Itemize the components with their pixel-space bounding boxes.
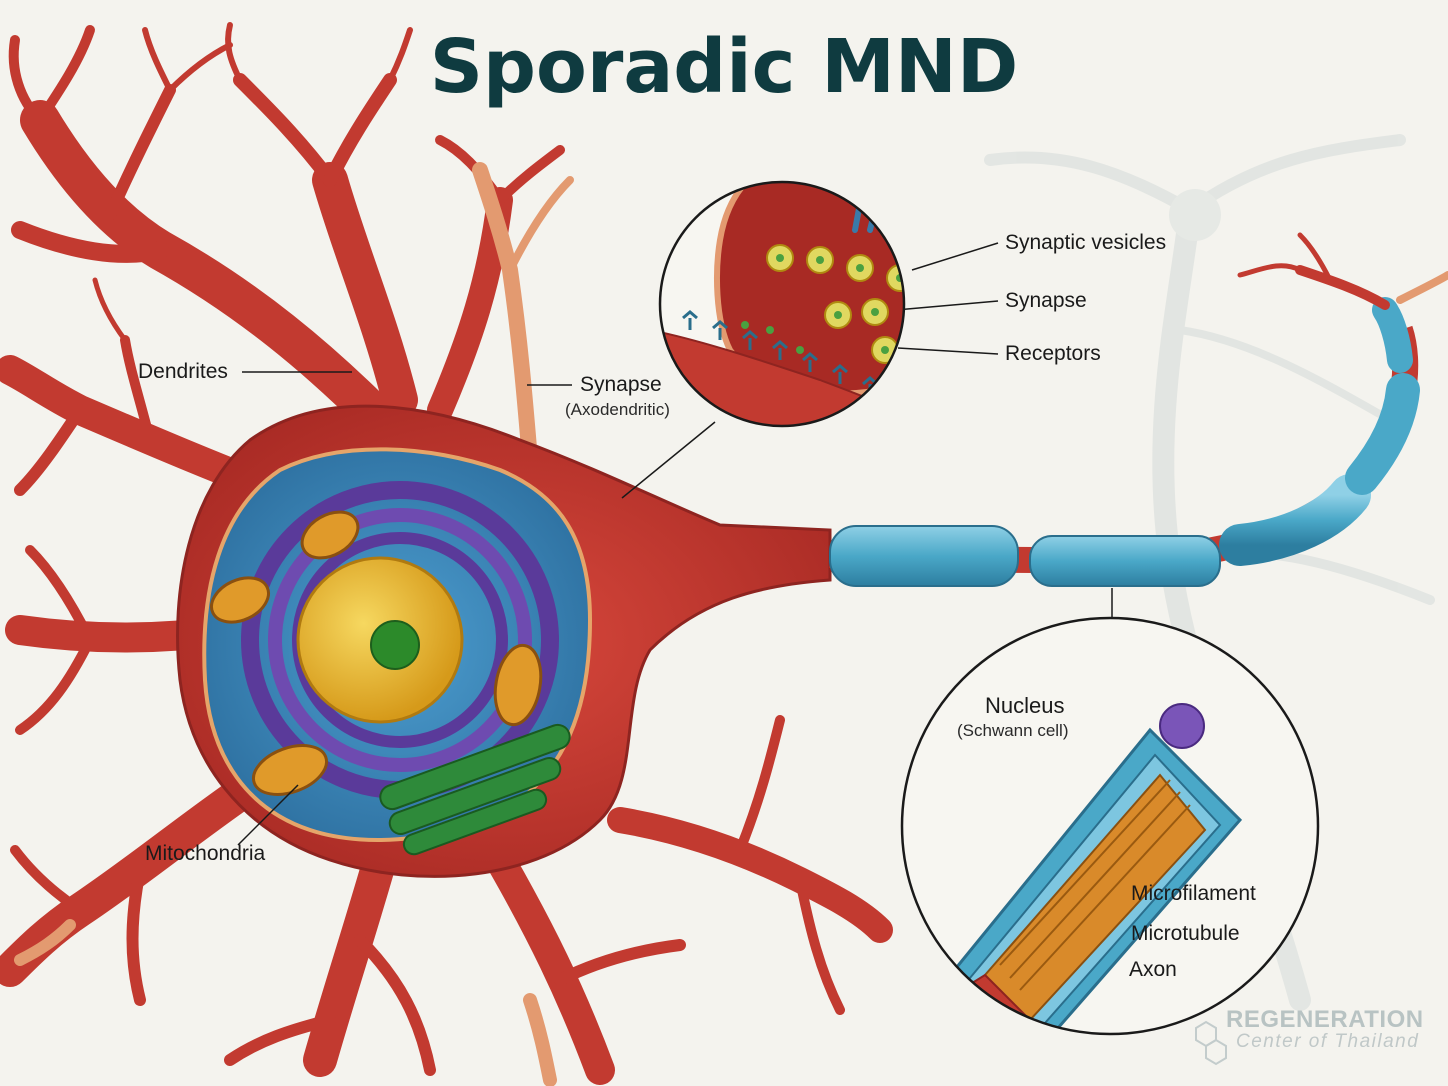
logo-text-line2: Center of Thailand — [1236, 1031, 1420, 1052]
logo-icon — [1195, 1020, 1227, 1066]
logo-text-line1: REGENERATION — [1226, 1006, 1424, 1033]
label-microfilament: Microfilament — [1131, 882, 1256, 905]
label-synapse-axodendritic-sub: (Axodendritic) — [565, 400, 670, 419]
label-microtubule: Microtubule — [1131, 922, 1240, 945]
label-nucleus: Nucleus — [985, 693, 1065, 718]
golgi-apparatus — [379, 723, 571, 856]
nucleolus — [370, 620, 420, 670]
axon-terminal-red — [1237, 232, 1390, 310]
label-receptors: Receptors — [1005, 342, 1101, 365]
label-synaptic-vesicles: Synaptic vesicles — [1005, 231, 1167, 254]
label-synapse-axodendritic: Synapse — [580, 373, 662, 396]
mitochondria-group — [210, 510, 543, 796]
axon-terminals-orange — [14, 162, 1448, 1086]
label-synapse: Synapse — [1005, 289, 1087, 312]
label-axon: Axon — [1129, 958, 1177, 981]
label-dendrites: Dendrites — [138, 360, 228, 383]
label-nucleus-sub: (Schwann cell) — [957, 721, 1069, 740]
page-title: Sporadic MND — [429, 24, 1019, 110]
synapse-zoom — [658, 180, 906, 428]
label-mitochondria: Mitochondria — [145, 842, 266, 865]
axon — [829, 297, 1420, 587]
